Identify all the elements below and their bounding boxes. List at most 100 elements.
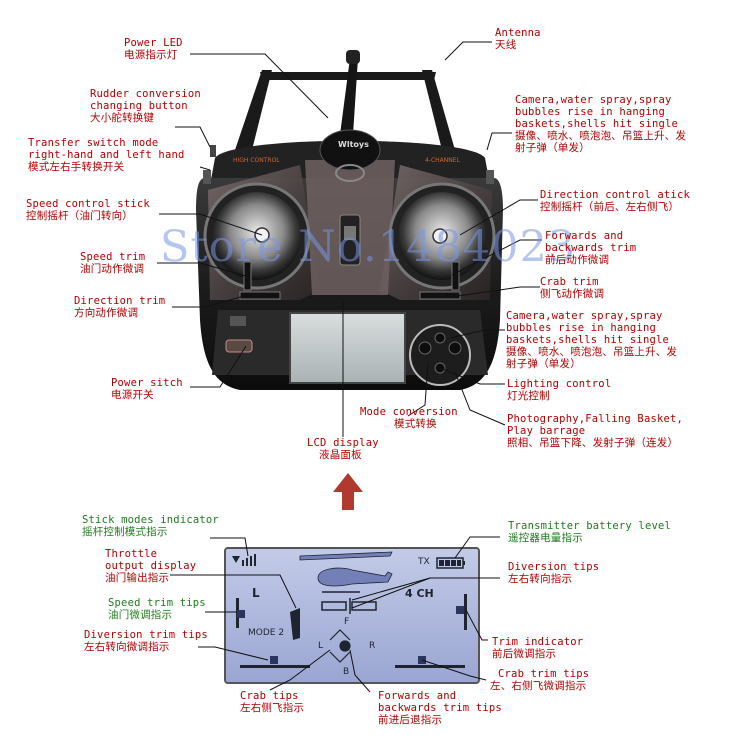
throttle-indicator [290,608,300,640]
lcd-right-text: R [369,641,376,651]
lcd-display [289,312,406,384]
battery-icon [436,557,465,569]
left-vertical-trim[interactable] [243,261,252,291]
watermark-text: Store No.1484023 [160,222,577,272]
lcd-detail [224,547,480,684]
label-direction-trim-en: Direction trim [74,295,166,307]
button-cluster[interactable] [409,324,471,386]
label-photo-zh: 照相、吊篮下降、发射子弹（连发） [507,437,679,449]
label-crab-trim-zh: 侧飞动作微调 [540,288,605,300]
right-gimbal[interactable] [388,182,496,290]
lcd-channel-text: 4 CH [405,587,434,600]
label-lighting-zh: 灯光控制 [507,390,550,402]
up-arrow [333,473,363,510]
label-fb-trim-zh: 前后动作微调 [545,254,610,266]
label-speed-trim-zh: 油门动作微调 [80,263,145,275]
label-camera-mid-zh: 摄像、喷水、喷泡泡、吊篮上升、发 射子弹（单发） [506,346,678,370]
label-fb-trim-en: Forwards and backwards trim [545,230,637,254]
label-photo: Photography,Falling Basket, Play barrage… [507,413,683,449]
power-led [335,164,365,182]
lcd-l-text: L [252,586,260,600]
label-lighting-en: Lighting control [507,378,612,390]
helicopter-icon [299,551,393,593]
left-gimbal[interactable] [203,182,311,290]
label-rudder-zh: 大小舵转换键 [90,112,155,124]
crab-trim-slider[interactable] [419,291,461,300]
label-speed-trim-en: Speed trim [80,251,146,263]
lcd-b-text: B [343,667,350,677]
label-speed-stick-en: Speed control stick [26,198,150,210]
label-antenna-zh: 天线 [495,39,517,51]
rudder-button[interactable] [210,145,216,157]
brand-text: Wltoys [338,140,369,149]
label-camera-mid-en: Camera,water spray,spray bubbles rise in… [506,310,670,346]
lcd-f-text: F [344,617,350,627]
label-crab-tips-zh: 左右侧飞指示 [240,702,305,714]
label-diversion-trim-en: Diversion trim tips [84,629,208,641]
label-antenna-en: Antenna [495,27,541,39]
label-mode-conv-en: Mode conversion [360,406,458,418]
label-power-led-en: Power LED [124,37,183,49]
label-crab-trim-en: Crab trim [540,276,599,288]
label-crab-trim-tips-zh: 左、右侧飞微调指示 [490,680,587,692]
center-switch-knob [344,226,356,240]
transfer-switch[interactable] [203,170,211,184]
label-fb-trim-tips-zh: 前进后退指示 [378,714,443,726]
power-switch[interactable] [225,339,253,353]
crab-indicator [329,629,351,663]
label-rudder-en: Rudder conversion changing button [90,88,201,112]
bottom-leader-lines [170,536,500,693]
label-battery-zh: 遥控器电量指示 [508,532,583,544]
label-diversion-tips-zh: 左右转向指示 [508,573,573,585]
label-photo-en: Photography,Falling Basket, Play barrage [507,413,684,437]
label-crab-tips-en: Crab tips [240,690,299,702]
label-direction-trim-zh: 方向动作微调 [74,307,139,319]
label-transfer-en: Transfer switch mode right-hand and left… [28,137,185,161]
label-camera-top-en: Camera,water spray,spray bubbles rise in… [515,94,679,130]
label-direction-stick-en: Direction control atick [540,189,690,201]
antenna [338,50,360,150]
speed-trim-slider[interactable] [239,291,281,300]
left-vertical-trim-indicator [236,598,245,628]
label-speed-trim-tips-en: Speed trim tips [108,597,206,609]
signal-icon [232,554,256,566]
brand-emblem [319,129,381,171]
lcd-left-text: L [318,641,324,651]
diversion-indicator [321,598,377,614]
right-vertical-trim[interactable] [451,261,460,291]
right-vertical-trim-indicator [456,594,467,630]
label-battery-en: Transmitter battery level [508,520,672,532]
label-camera-top-zh: 摄像、喷水、喷泡泡、吊篮上升、发 射子弹（单发） [515,130,687,154]
label-lcd-display-zh: 液晶面板 [319,449,362,461]
label-diversion-tips-en: Diversion tips [508,561,600,573]
lcd-mode-text: MODE 2 [248,628,285,638]
label-speed-stick-zh: 控制摇杆（油门转向） [26,210,133,222]
label-direction-stick-zh: 控制摇杆（前后、左右侧飞） [540,201,680,213]
label-throttle-zh: 油门输出指示 [105,572,170,584]
label-speed-trim-tips-zh: 油门微调指示 [108,609,173,621]
label-power-switch-en: Power sitch [111,377,183,389]
label-camera-mid: Camera,water spray,spray bubbles rise in… [506,310,677,370]
label-stick-modes-en: Stick modes indicator [82,514,219,526]
camera-side-button[interactable] [486,170,494,184]
label-throttle-en: Throttle output display [105,548,197,572]
